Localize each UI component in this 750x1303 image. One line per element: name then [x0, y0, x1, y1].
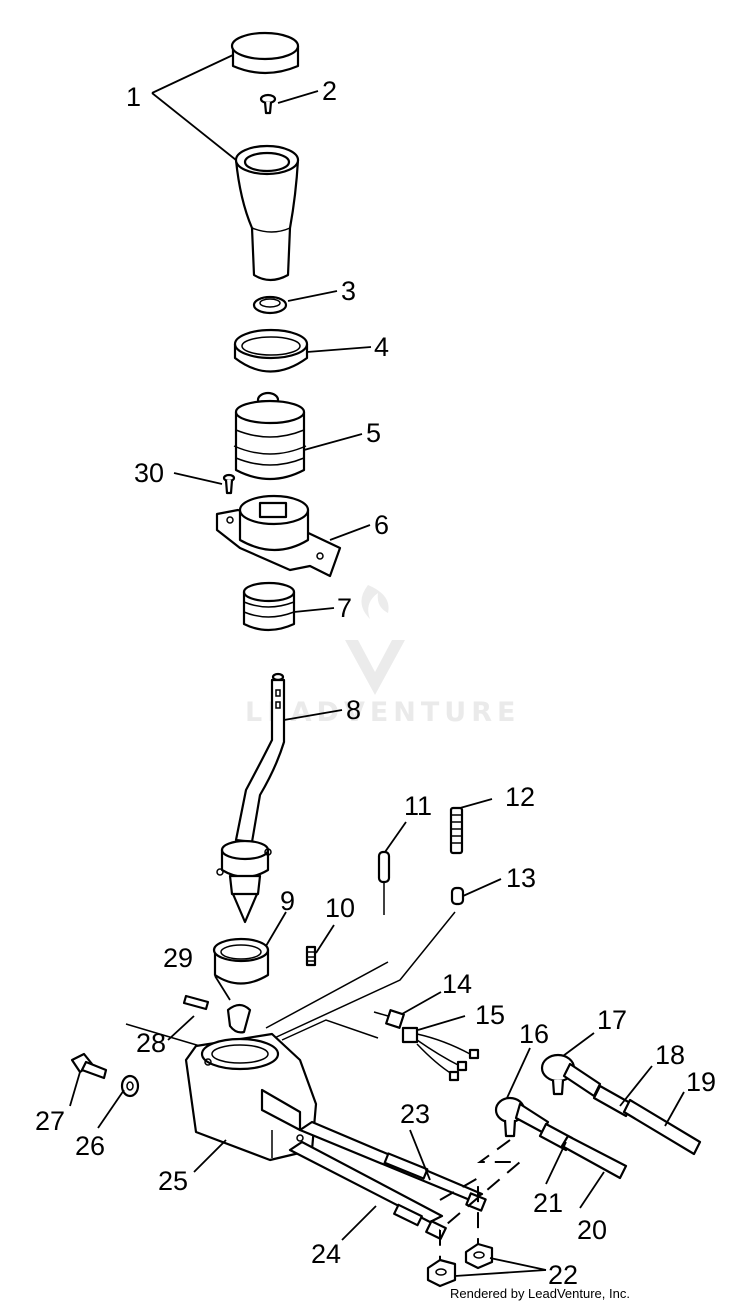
- callout-24: 24: [311, 1239, 341, 1269]
- callout-8: 8: [346, 695, 361, 725]
- part-23-rail: [298, 1120, 487, 1212]
- callout-10: 10: [325, 893, 355, 923]
- part-11-pin: [377, 850, 391, 915]
- part-25-shift-housing: [184, 1032, 318, 1162]
- chevron-logo-icon: [345, 640, 405, 695]
- part-18-fitting: [592, 1084, 634, 1118]
- callout-15: 15: [475, 1000, 505, 1030]
- callout-19: 19: [686, 1067, 716, 1097]
- watermark-text: LEADVENTURE: [245, 697, 520, 728]
- flame-logo-icon: [361, 585, 389, 619]
- callout-22: 22: [548, 1260, 578, 1290]
- part-15-wire-harness: [401, 1026, 480, 1082]
- part-13-sleeve: [450, 886, 465, 906]
- leadventure-watermark: LEADVENTURE: [245, 585, 520, 728]
- part-1-knob-grip: [234, 144, 300, 282]
- callout-14: 14: [442, 969, 472, 999]
- callout-28: 28: [136, 1028, 166, 1058]
- callout-11: 11: [404, 791, 432, 821]
- callout-6: 6: [374, 510, 389, 540]
- callout-7: 7: [337, 593, 352, 623]
- part-8-shift-lever: [216, 672, 286, 924]
- part-7-spring-stack: [242, 581, 296, 632]
- callout-26: 26: [75, 1131, 105, 1161]
- part-1-knob-cap: [230, 31, 300, 75]
- part-30-screw: [222, 473, 236, 495]
- part-2-screw: [259, 93, 277, 115]
- callout-21: 21: [533, 1188, 563, 1218]
- part-19-cable: [622, 1098, 702, 1156]
- part-5-boot: [233, 391, 307, 480]
- part-28-pin: [182, 994, 210, 1011]
- part-22-nuts: [426, 1139, 523, 1288]
- part-26-washer: [120, 1074, 140, 1098]
- callout-17: 17: [597, 1005, 627, 1035]
- callout-5: 5: [366, 418, 381, 448]
- part-27-bolt: [70, 1052, 108, 1080]
- part-3-ring: [252, 295, 288, 315]
- part-24-rail: [288, 1140, 447, 1240]
- part-6-mounting-plate: [215, 494, 342, 578]
- callout-4: 4: [374, 332, 389, 362]
- assembly-guide-lines: [125, 911, 456, 1047]
- callout-2: 2: [322, 76, 337, 106]
- callout-20: 20: [577, 1215, 607, 1245]
- part-12-stud: [449, 806, 464, 855]
- callout-18: 18: [655, 1040, 685, 1070]
- callout-29: 29: [163, 943, 193, 973]
- callout-13: 13: [506, 863, 536, 893]
- part-20-cable: [560, 1134, 628, 1180]
- part-16-ball-joint: [494, 1096, 550, 1138]
- callout-23: 23: [400, 1099, 430, 1129]
- part-17-ball-joint: [540, 1053, 602, 1098]
- callout-16: 16: [519, 1019, 549, 1049]
- part-4-ring: [233, 328, 309, 373]
- callout-leaders: [69, 54, 685, 1277]
- callout-labels: 1 2 3 4 5 6 7 8 9 10 11 12 13 14 15 16 1…: [35, 76, 716, 1290]
- part-10-set-screw: [305, 945, 317, 967]
- callout-25: 25: [158, 1166, 188, 1196]
- footer-credit: Rendered by LeadVenture, Inc.: [450, 1286, 630, 1301]
- part-9-bushing: [212, 937, 270, 985]
- callout-9: 9: [280, 886, 295, 916]
- callout-3: 3: [341, 276, 356, 306]
- callout-30: 30: [134, 458, 164, 488]
- callout-1: 1: [126, 82, 141, 112]
- part-14-switch: [373, 1009, 405, 1029]
- part-29-detent: [226, 1003, 252, 1034]
- callout-27: 27: [35, 1106, 65, 1136]
- callout-12: 12: [505, 782, 535, 812]
